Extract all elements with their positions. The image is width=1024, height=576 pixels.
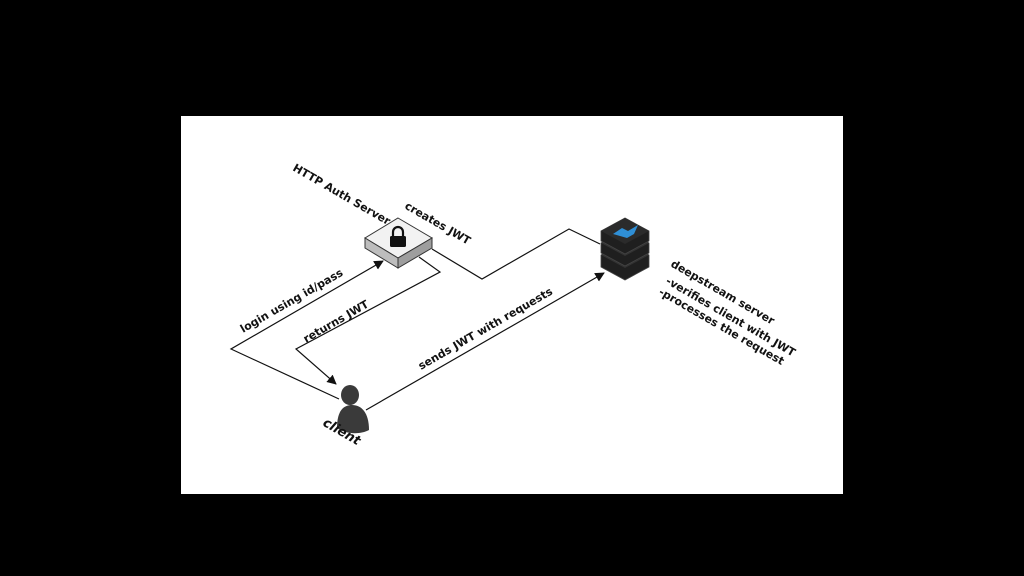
lock-icon xyxy=(390,225,406,247)
deepstream-server-stack xyxy=(600,217,650,281)
deepstream-logo-icon xyxy=(613,225,638,238)
edge-server-to-deepstream xyxy=(431,228,601,280)
edge-login xyxy=(229,260,384,400)
user-icon xyxy=(337,385,369,434)
auth-server-box xyxy=(364,217,433,269)
edge-returns-jwt xyxy=(294,256,442,385)
edge-sends-jwt xyxy=(365,272,605,411)
diagram-canvas xyxy=(181,116,843,494)
